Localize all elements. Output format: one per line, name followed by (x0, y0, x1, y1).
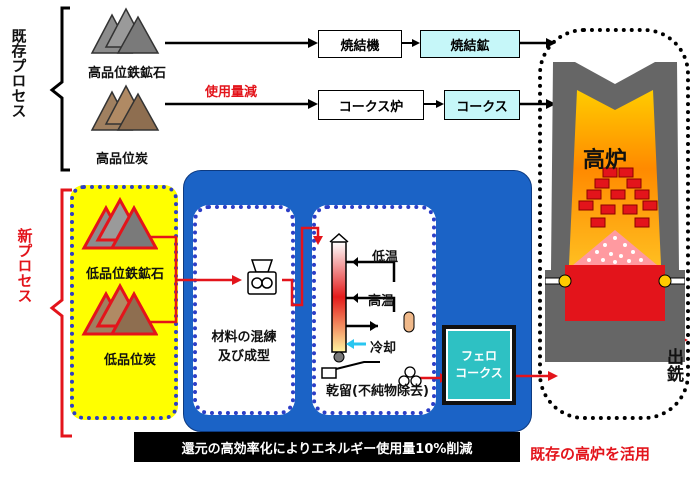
low-grade-ore-icon (81, 196, 158, 250)
carbonization-reactor-icon (321, 232, 415, 379)
existing-process-label: 既存プロセス (9, 28, 28, 118)
reuse-furnace-caption: 既存の高炉を活用 (530, 445, 651, 463)
new-process-label: 新プロセス (15, 228, 34, 303)
cooling-label: 冷却 (370, 341, 397, 356)
mixing-area (193, 205, 295, 415)
ferro-coke-box: フェロ コークス (442, 325, 516, 405)
usage-reduction-label: 使用量減 (205, 85, 258, 100)
low-grade-ore-label: 低品位鉄鉱石 (86, 267, 165, 282)
ferro-coke-label: フェロ コークス (455, 349, 503, 380)
energy-reduction-banner: 還元の高効率化によりエネルギー使用量10%削減 (134, 432, 520, 462)
low-temp-label: 低温 (372, 250, 399, 265)
coke-oven-box: コークス炉 (318, 90, 424, 120)
low-grade-coal-label: 低品位炭 (104, 353, 157, 368)
high-grade-coal-icon (90, 84, 160, 131)
sinter-machine-box: 焼結機 (318, 30, 402, 58)
mixing-label: 材料の混練 及び成型 (211, 330, 277, 364)
new-bracket (49, 188, 72, 438)
existing-bracket (49, 6, 70, 172)
blast-furnace-outline (538, 28, 690, 420)
low-grade-coal-icon (81, 282, 158, 336)
high-grade-ore-label: 高品位鉄鉱石 (88, 66, 167, 81)
carbonization-label: 乾留(不純物除去) (326, 384, 429, 399)
tapping-label: 出銑 (663, 348, 683, 382)
high-grade-coal-label: 高品位炭 (96, 152, 149, 167)
blast-furnace-title: 高炉 (583, 148, 628, 173)
sinter-box: 焼結鉱 (420, 30, 520, 58)
high-grade-ore-icon (90, 7, 160, 54)
high-temp-label: 高温 (368, 294, 395, 309)
coke-box: コークス (444, 90, 520, 120)
mixer-icon (247, 259, 277, 295)
ferro-coke-pellets-icon (398, 366, 422, 387)
blast-furnace-icon (545, 62, 685, 362)
